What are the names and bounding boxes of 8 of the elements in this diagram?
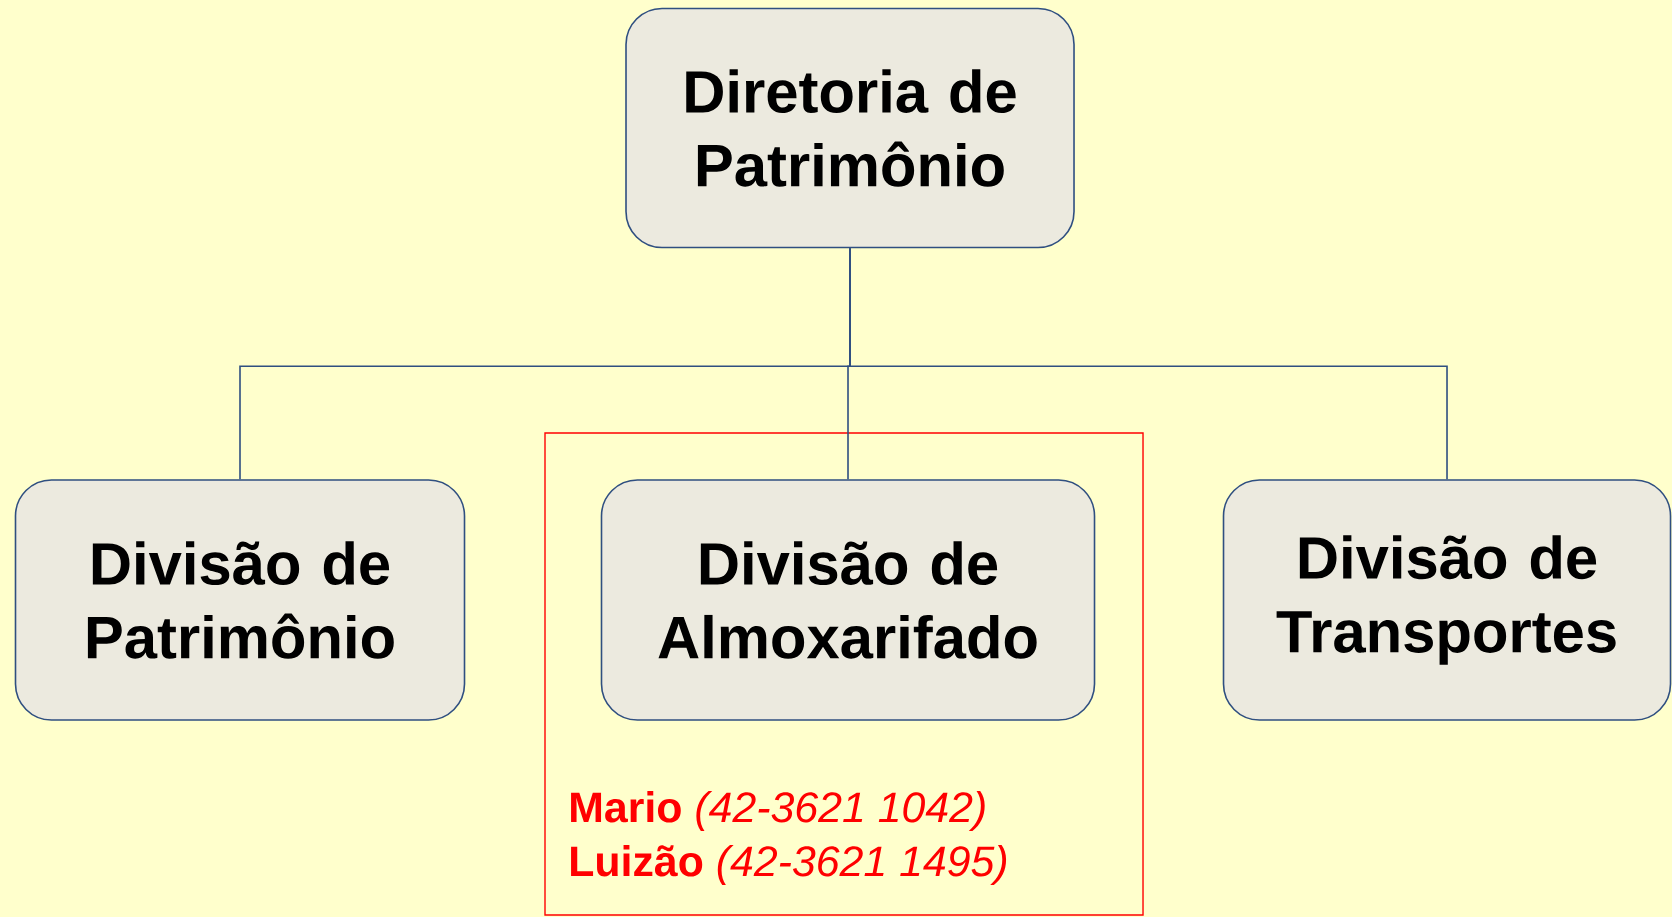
org-box: Divisão de Patrimônio: [14, 479, 466, 721]
connector-line: [849, 247, 1448, 480]
contact-text: Mario (42-3621 1042): [571, 791, 985, 831]
org-box: Divisão de Almoxarifado: [600, 479, 1096, 721]
contact-text: Luizão (42-3621 1495): [571, 845, 1007, 885]
highlight-frame: [544, 432, 1144, 916]
org-box: Diretoria de Patrimônio: [625, 7, 1075, 249]
org-box: Divisão de Transportes: [1222, 479, 1672, 721]
